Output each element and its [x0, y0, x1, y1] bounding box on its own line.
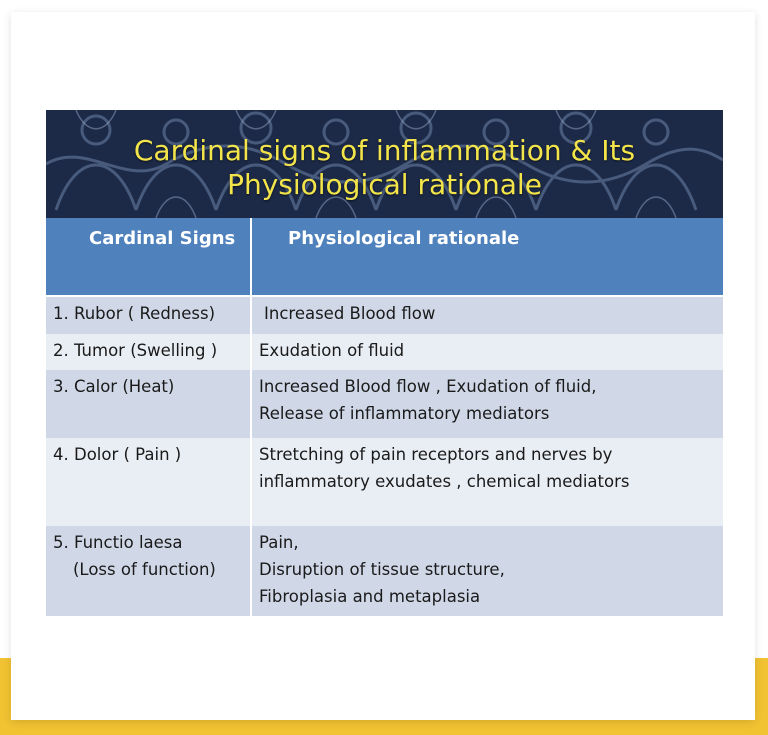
slide-title-line-1: Cardinal signs of inflammation & Its	[133, 134, 636, 167]
sign-text: 5. Functio laesa	[53, 533, 183, 552]
slide-title-line-2: Physiological rationale	[227, 168, 542, 201]
column-header-physiological-rationale: Physiological rationale	[251, 218, 723, 296]
rationale-text: Pain,	[259, 533, 299, 552]
table-row: 2. Tumor (Swelling ) Exudation of fluid	[46, 334, 723, 370]
table-row: 1. Rubor ( Redness) Increased Blood flow	[46, 295, 723, 334]
rationale-cell: Pain, Disruption of tissue structure, Fi…	[251, 526, 723, 616]
sign-cell: 3. Calor (Heat)	[46, 370, 252, 438]
rationale-cell: Stretching of pain receptors and nerves …	[251, 438, 723, 526]
sign-cell: 5. Functio laesa (Loss of function)	[46, 526, 252, 616]
sign-cell: 2. Tumor (Swelling )	[46, 334, 252, 370]
sign-text: (Loss of function)	[73, 560, 216, 579]
rationale-cell: Exudation of fluid	[251, 334, 723, 370]
sign-cell: 1. Rubor ( Redness)	[46, 295, 252, 334]
title-banner: Cardinal signs of inflammation & Its Phy…	[46, 110, 723, 218]
slide: Cardinal signs of inflammation & Its Phy…	[46, 110, 723, 619]
sign-text: 1. Rubor ( Redness)	[53, 304, 216, 323]
rationale-text: Disruption of tissue structure,	[259, 560, 505, 579]
slide-title: Cardinal signs of inflammation & Its Phy…	[46, 134, 723, 202]
rationale-text: Increased Blood flow , Exudation of flui…	[259, 377, 597, 396]
rationale-text: Exudation of fluid	[259, 341, 405, 360]
sign-cell: 4. Dolor ( Pain )	[46, 438, 252, 526]
rationale-text: Stretching of pain receptors and nerves …	[259, 445, 613, 464]
rationale-cell: Increased Blood flow , Exudation of flui…	[251, 370, 723, 438]
table-row: 4. Dolor ( Pain ) Stretching of pain rec…	[46, 438, 723, 526]
rationale-text: Release of inflammatory mediators	[259, 404, 550, 423]
column-header-cardinal-signs: Cardinal Signs	[46, 218, 252, 296]
ornamental-pattern	[46, 110, 723, 218]
rationale-text: Fibroplasia and metaplasia	[259, 587, 481, 606]
sign-text: 3. Calor (Heat)	[53, 377, 175, 396]
table-header-row: Cardinal Signs Physiological rationale	[46, 218, 723, 296]
sign-text: 2. Tumor (Swelling )	[53, 341, 218, 360]
rationale-cell: Increased Blood flow	[251, 295, 723, 334]
cardinal-signs-table: Cardinal Signs Physiological rationale 1…	[46, 218, 723, 616]
sign-text: 4. Dolor ( Pain )	[53, 445, 182, 464]
rationale-text: inflammatory exudates , chemical mediato…	[259, 472, 630, 491]
table-row: 3. Calor (Heat) Increased Blood flow , E…	[46, 370, 723, 438]
rationale-text: Increased Blood flow	[264, 304, 436, 323]
table-row: 5. Functio laesa (Loss of function) Pain…	[46, 526, 723, 616]
